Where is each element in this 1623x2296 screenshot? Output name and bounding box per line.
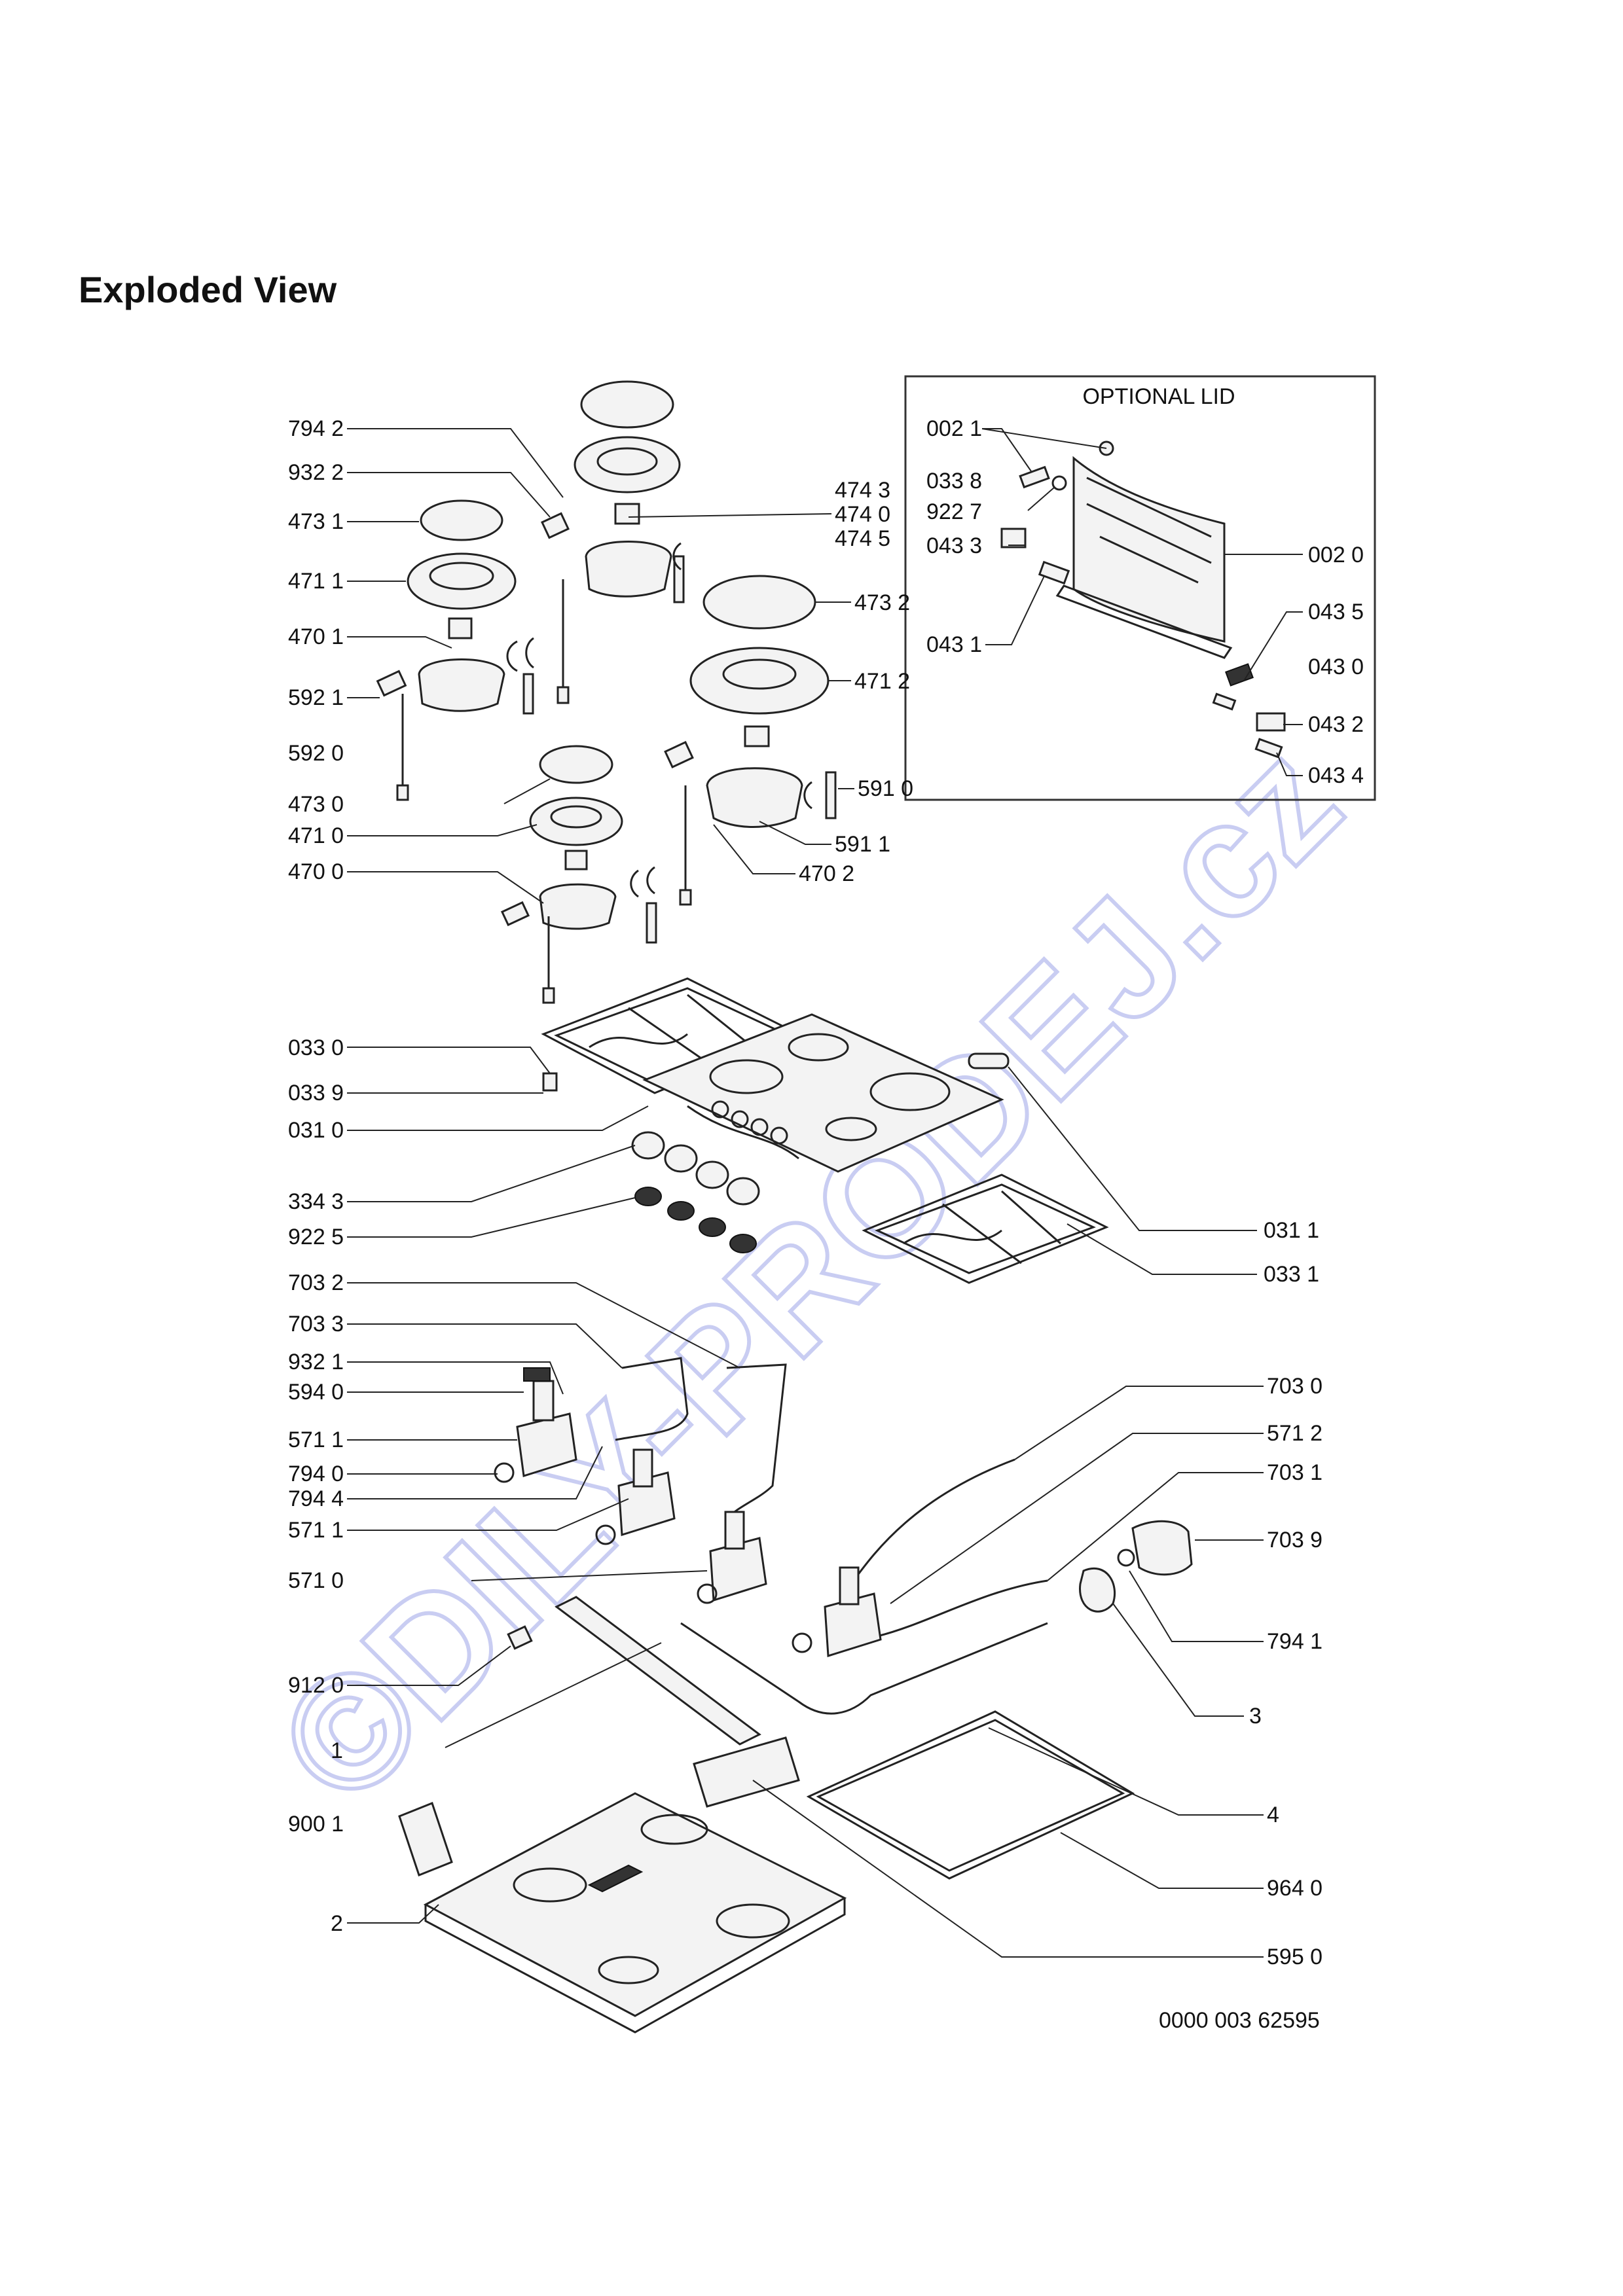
label-031-0: 031 0: [288, 1118, 344, 1143]
label-473-1: 473 1: [288, 509, 344, 534]
label-033-0: 033 0: [288, 1035, 344, 1060]
burner-assembly-left: [376, 499, 534, 801]
label-594-0: 594 0: [288, 1380, 344, 1405]
burner-head-icon: [689, 647, 830, 715]
label-334-3: 334 3: [288, 1189, 344, 1214]
label-043-0: 043 0: [1308, 655, 1364, 679]
lid-small-parts: [1000, 440, 1286, 759]
label-033-1: 033 1: [1264, 1262, 1319, 1287]
page-title: Exploded View: [79, 269, 337, 310]
label-033-9: 033 9: [288, 1081, 344, 1105]
label-794-1: 794 1: [1267, 1629, 1322, 1654]
label-474-3: 474 3: [835, 478, 890, 503]
base-tray-icon: [398, 1792, 847, 2034]
label-592-1: 592 1: [288, 685, 344, 710]
label-922-7: 922 7: [926, 499, 982, 524]
hob-gasket: [806, 1710, 1135, 1880]
gas-tap-icon: [494, 1367, 1193, 1657]
burner-cap-icon: [420, 499, 503, 541]
part-labels: 794 2 932 2 473 1 471 1 470 1 592 1 592 …: [288, 416, 1364, 2033]
label-703-3: 703 3: [288, 1312, 344, 1336]
label-474-0: 474 0: [835, 502, 890, 527]
label-1: 1: [331, 1738, 343, 1763]
glass-lid-icon: [1055, 456, 1233, 659]
burner-cap-icon: [702, 575, 816, 630]
burner-head-icon: [529, 797, 623, 846]
burner-assembly-right-large: [664, 575, 837, 906]
label-002-0: 002 0: [1308, 543, 1364, 567]
label-794-2: 794 2: [288, 416, 344, 441]
label-703-0: 703 0: [1267, 1374, 1322, 1399]
label-033-8: 033 8: [926, 469, 982, 493]
label-703-2: 703 2: [288, 1270, 344, 1295]
label-591-0: 591 0: [858, 776, 913, 801]
burner-head-icon: [574, 436, 681, 493]
label-473-0: 473 0: [288, 792, 344, 817]
label-912-0: 912 0: [288, 1673, 344, 1698]
hob-top-plate: [642, 1013, 1010, 1173]
label-471-0: 471 0: [288, 823, 344, 848]
burner-cap-icon: [539, 745, 613, 784]
label-002-1: 002 1: [926, 416, 982, 441]
burner-cap-icon: [580, 380, 674, 429]
burner-assembly-front-small: [500, 745, 657, 1004]
label-470-0: 470 0: [288, 859, 344, 884]
label-922-5: 922 5: [288, 1225, 344, 1249]
grate-foot: [542, 1072, 558, 1092]
label-043-2: 043 2: [1308, 712, 1364, 737]
leader-lines: [347, 428, 1303, 1958]
label-900-1: 900 1: [288, 1812, 344, 1837]
label-3: 3: [1249, 1704, 1262, 1729]
label-2: 2: [331, 1911, 343, 1936]
burner-head-icon: [407, 552, 517, 610]
label-571-2: 571 2: [1267, 1421, 1322, 1446]
label-043-1: 043 1: [926, 632, 982, 657]
optional-lid-frame: [904, 375, 1376, 801]
label-043-3: 043 3: [926, 533, 982, 558]
optional-lid-title: OPTIONAL LID: [1082, 384, 1235, 409]
label-591-1: 591 1: [835, 832, 890, 857]
optional-lid-section: OPTIONAL LID: [904, 375, 1376, 801]
label-043-4: 043 4: [1308, 763, 1364, 788]
label-470-2: 470 2: [799, 861, 854, 886]
document-code: 0000 003 62595: [1159, 2008, 1320, 2033]
label-964-0: 964 0: [1267, 1876, 1322, 1901]
label-592-0: 592 0: [288, 741, 344, 766]
label-043-5: 043 5: [1308, 600, 1364, 624]
label-471-1: 471 1: [288, 569, 344, 594]
label-932-1: 932 1: [288, 1350, 344, 1374]
label-703-1: 703 1: [1267, 1460, 1322, 1485]
label-471-2: 471 2: [854, 669, 910, 694]
label-474-5: 474 5: [835, 526, 890, 551]
knob-icon: [631, 1131, 760, 1253]
label-571-1-b: 571 1: [288, 1518, 344, 1543]
label-794-4: 794 4: [288, 1486, 344, 1511]
label-4: 4: [1267, 1803, 1279, 1827]
label-703-9: 703 9: [1267, 1528, 1322, 1552]
gas-pipe-icon: [615, 1357, 1048, 1715]
label-932-2: 932 2: [288, 460, 344, 485]
label-571-0: 571 0: [288, 1568, 344, 1593]
spark-generator-icon: [507, 1596, 800, 1808]
label-473-2: 473 2: [854, 590, 910, 615]
burner-assembly-rear: [541, 380, 685, 704]
label-571-1-a: 571 1: [288, 1427, 344, 1452]
label-031-1: 031 1: [1264, 1218, 1319, 1243]
grate-icon: [862, 1174, 1109, 1284]
label-470-1: 470 1: [288, 624, 344, 649]
label-794-0: 794 0: [288, 1462, 344, 1486]
label-595-0: 595 0: [1267, 1945, 1322, 1969]
